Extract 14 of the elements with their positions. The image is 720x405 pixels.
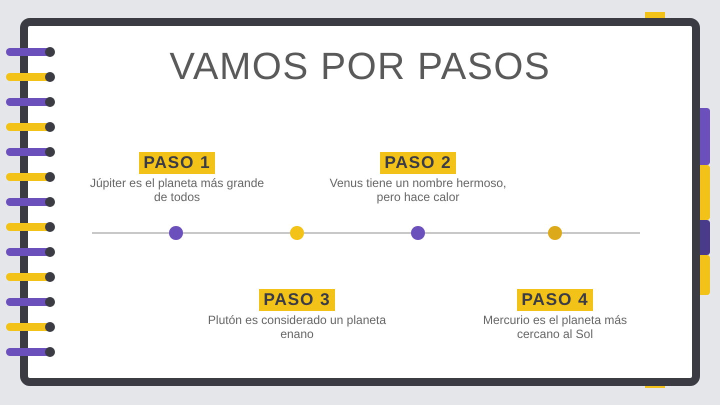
step-description: Plutón es considerado un planeta enano [206,313,388,341]
timeline-line [92,232,169,234]
timeline-line [304,232,411,234]
timeline-line [562,232,640,234]
step-heading: PASO 4 [517,289,593,311]
step-heading: PASO 3 [259,289,335,311]
step-heading: PASO 2 [380,152,456,174]
step-description: Mercurio es el planeta más cercano al Sol [482,313,628,341]
timeline-line [183,232,290,234]
step-description: Júpiter es el planeta más grande de todos [88,176,266,204]
step-description: Venus tiene un nombre hermoso, pero hace calor [328,176,508,204]
title: VAMOS POR PASOS [168,46,552,89]
step-heading: PASO 1 [139,152,215,174]
timeline-line [425,232,548,234]
